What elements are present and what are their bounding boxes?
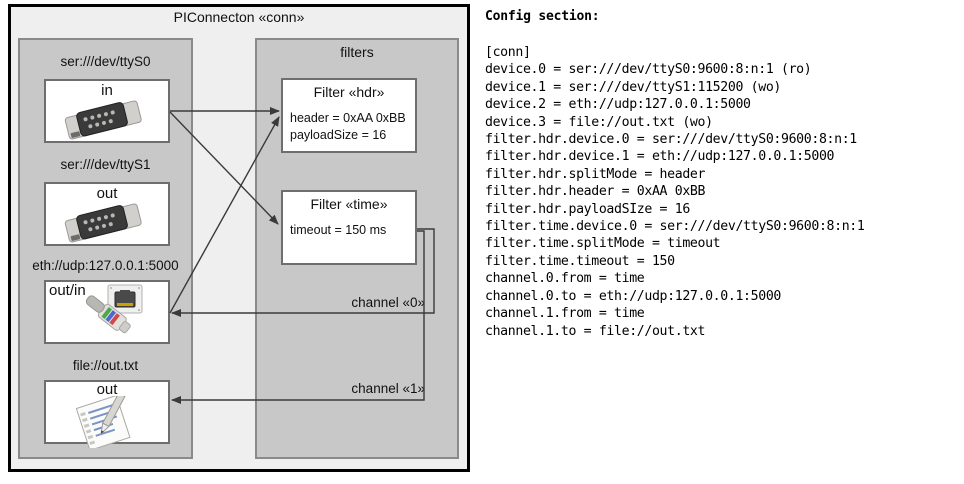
serial-port-icon <box>64 100 142 140</box>
device-io-eth: out/in <box>49 282 86 299</box>
architecture-diagram: PIConnecton «conn» ser:///dev/ttyS0 in s… <box>0 0 478 484</box>
filter-attr-hdr-payload: payloadSize = 16 <box>290 128 387 142</box>
channel-label-0: channel «0» <box>351 295 425 310</box>
filter-box-hdr[interactable] <box>281 78 417 153</box>
config-section: Config section: [conn] device.0 = ser://… <box>482 0 964 484</box>
device-label-file: file://out.txt <box>72 358 139 373</box>
text-file-icon <box>76 396 131 448</box>
config-heading: Config section: <box>485 9 600 24</box>
device-io-file: out <box>96 381 118 398</box>
device-label-eth: eth://udp:127.0.0.1:5000 <box>32 258 179 273</box>
filter-attr-time-timeout: timeout = 150 ms <box>290 223 387 237</box>
device-io-ttyS0: in <box>101 82 113 99</box>
channel-label-1: channel «1» <box>351 381 425 396</box>
config-text: [conn] device.0 = ser:///dev/ttyS0:9600:… <box>485 45 865 339</box>
filters-panel-title: filters <box>340 44 374 60</box>
serial-port-icon <box>64 203 142 243</box>
device-label-ttyS1: ser:///dev/ttyS1 <box>60 157 151 172</box>
filter-title-hdr: Filter «hdr» <box>313 84 385 100</box>
filter-attr-hdr-header: header = 0xAA 0xBB <box>290 111 406 125</box>
filter-title-time: Filter «time» <box>310 196 388 212</box>
device-label-ttyS0: ser:///dev/ttyS0 <box>60 54 151 69</box>
ethernet-plug-icon <box>85 284 143 334</box>
device-io-ttyS1: out <box>96 185 118 202</box>
page-title: PIConnecton «conn» <box>173 9 305 25</box>
